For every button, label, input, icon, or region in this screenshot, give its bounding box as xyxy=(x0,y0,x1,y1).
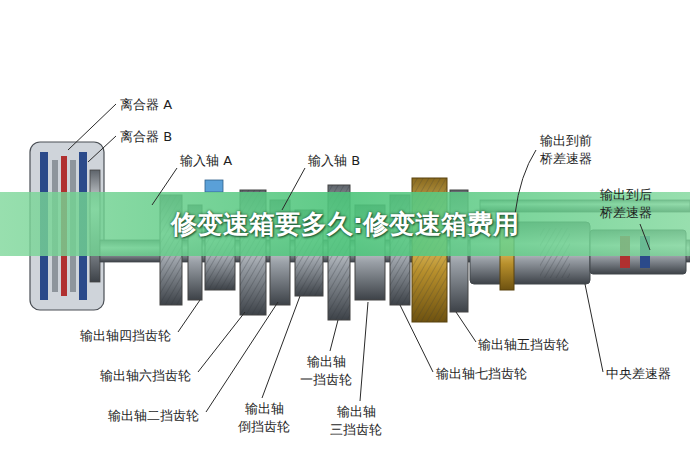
leader-line xyxy=(88,136,116,162)
part-label: 输出轴 一挡齿轮 xyxy=(300,353,352,388)
part-label: 输出轴 倒挡齿轮 xyxy=(238,400,290,435)
part-label: 输出轴五挡齿轮 xyxy=(478,336,569,354)
leader-line xyxy=(178,300,200,332)
leader-line xyxy=(330,320,338,351)
leader-line xyxy=(585,284,603,372)
input-shaft-marker xyxy=(205,180,223,192)
part-label: 输出轴六挡齿轮 xyxy=(100,367,191,385)
part-label: 输入轴 A xyxy=(180,152,232,170)
leader-line xyxy=(400,305,433,372)
leader-line xyxy=(456,312,476,342)
part-label: 输出轴二挡齿轮 xyxy=(108,407,199,425)
leader-line xyxy=(515,150,536,214)
part-label: 输入轴 B xyxy=(308,152,360,170)
leader-line xyxy=(262,296,300,398)
part-label: 输出轴七挡齿轮 xyxy=(436,365,527,383)
part-label: 输出到后 桥差速器 xyxy=(600,186,652,221)
title-band xyxy=(0,192,690,256)
part-label: 输出轴 三挡齿轮 xyxy=(330,403,382,438)
leader-line xyxy=(282,168,305,210)
part-label: 离合器 A xyxy=(120,96,172,114)
part-label: 输出轴四挡齿轮 xyxy=(80,327,171,345)
leader-line xyxy=(640,224,650,250)
part-label: 中央差速器 xyxy=(606,365,671,383)
part-label: 输出到前 桥差速器 xyxy=(540,132,592,167)
leader-line xyxy=(206,302,278,412)
title-text: 修变速箱要多久:修变速箱费用 xyxy=(0,207,690,242)
leader-line xyxy=(152,168,177,205)
leader-lines xyxy=(68,104,650,412)
part-label: 离合器 B xyxy=(120,128,172,146)
leader-line xyxy=(360,302,368,401)
